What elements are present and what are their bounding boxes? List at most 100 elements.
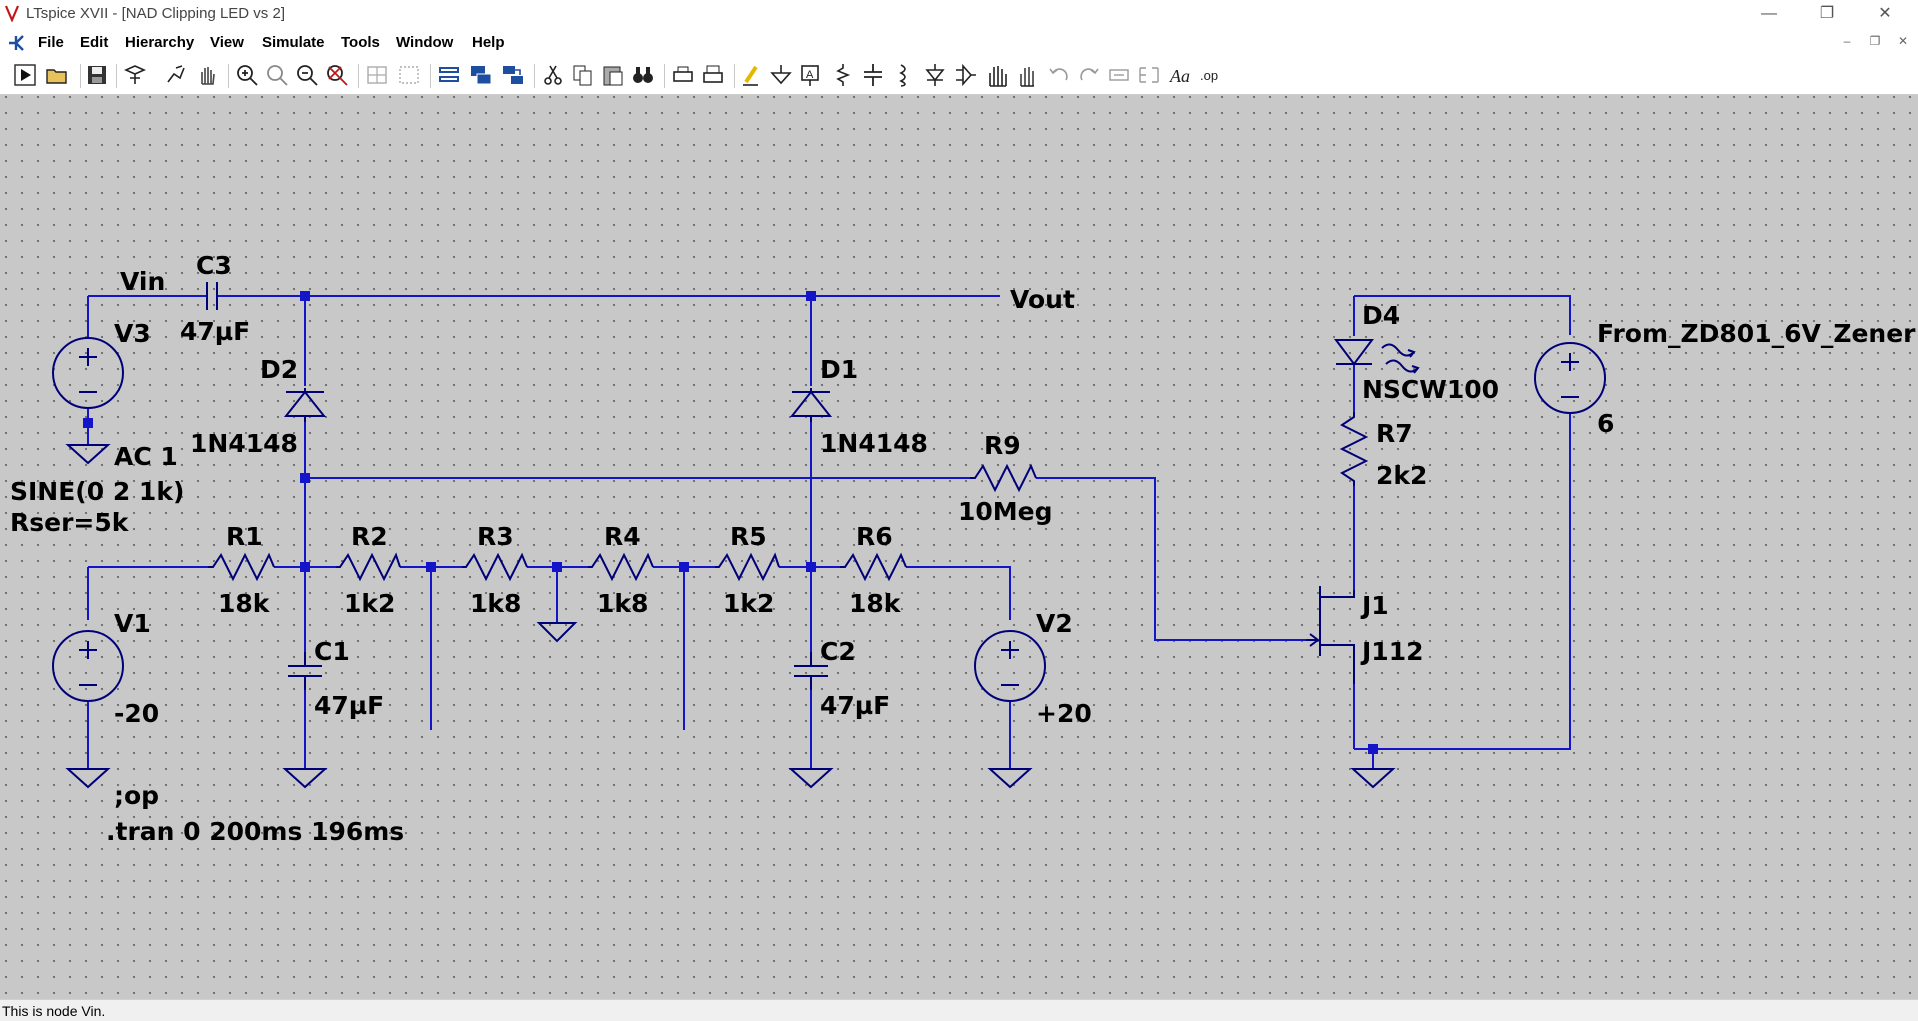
find-icon[interactable] [630,62,656,88]
label-r6: R6 [856,522,893,551]
restore-button[interactable]: ❐ [1819,5,1835,22]
resistor-r4[interactable] [588,552,654,582]
label-d2: D2 [260,355,298,384]
label-r7: R7 [1376,419,1413,448]
component-icon[interactable] [952,62,978,88]
arrange-icon[interactable] [500,62,526,88]
text-icon[interactable]: Aa [1168,62,1194,88]
diode-icon[interactable] [922,62,948,88]
menu-tools[interactable]: Tools [341,34,380,51]
label-c3: C3 [196,251,232,280]
zoom-fit-icon[interactable] [324,62,350,88]
ltspice-logo-icon [4,5,20,22]
erase-icon[interactable] [396,62,422,88]
diode-d2[interactable] [283,388,327,422]
label-v3-ac: AC 1 [114,442,178,471]
close-button[interactable]: ✕ [1878,5,1892,22]
paste-icon[interactable] [600,62,626,88]
print-icon[interactable] [670,62,696,88]
resistor-r2[interactable] [336,552,401,582]
capacitor-c1[interactable] [288,652,322,690]
mdi-restore-button[interactable]: ❐ [1869,34,1881,48]
voltage-source-v2[interactable] [974,630,1046,702]
label-v1: V1 [114,609,151,638]
label-net-icon[interactable]: A [798,62,824,88]
cut-icon[interactable] [540,62,566,88]
undo-icon[interactable] [1046,62,1072,88]
label-d4-value: NSCW100 [1362,375,1499,404]
zoom-out-icon[interactable] [294,62,320,88]
resistor-r9[interactable] [970,463,1037,493]
mdi-close-button[interactable]: ✕ [1897,34,1909,48]
spice-directive-icon[interactable]: .op [1198,62,1224,88]
label-r1: R1 [226,522,263,551]
mdi-minimize-button[interactable]: – [1843,34,1851,48]
pan-icon[interactable] [194,62,220,88]
label-zener-source: From_ZD801_6V_Zener [1597,319,1916,348]
resistor-icon[interactable] [830,62,856,88]
schematic-doc-icon[interactable] [6,33,26,53]
resistor-r1[interactable] [208,552,275,582]
label-d2-value: 1N4148 [190,429,298,458]
menu-view[interactable]: View [210,34,244,51]
drag-icon[interactable] [1014,62,1040,88]
tile-icon[interactable] [436,62,462,88]
label-r2: R2 [351,522,388,551]
voltage-source-v3[interactable] [52,337,124,409]
label-zener-source-value: 6 [1597,409,1614,438]
zoom-in-icon[interactable] [234,62,260,88]
rotate-icon[interactable] [1106,62,1132,88]
label-v2-value: +20 [1036,699,1092,728]
label-r2-value: 1k2 [344,589,395,618]
label-d4: D4 [1362,301,1400,330]
move-icon[interactable] [984,62,1010,88]
menu-hierarchy[interactable]: Hierarchy [125,34,195,51]
label-v2: V2 [1036,609,1073,638]
save-icon[interactable] [84,62,110,88]
draw-wire-icon[interactable] [738,62,764,88]
menu-simulate[interactable]: Simulate [262,34,325,51]
inductor-icon[interactable] [890,62,916,88]
capacitor-icon[interactable] [860,62,886,88]
print-setup-icon[interactable] [700,62,726,88]
capacitor-c3[interactable] [206,282,218,310]
halt-icon[interactable] [162,62,188,88]
label-d1-value: 1N4148 [820,429,928,458]
status-bar: This is node Vin. [0,999,1918,1021]
menu-window[interactable]: Window [396,34,454,51]
resistor-r5[interactable] [715,552,780,582]
resistor-r3[interactable] [462,552,528,582]
copy-icon[interactable] [570,62,596,88]
autorange-icon[interactable] [364,62,390,88]
label-v1-value: -20 [114,699,159,728]
cascade-icon[interactable] [468,62,494,88]
redo-icon[interactable] [1076,62,1102,88]
menu-file[interactable]: File [38,34,64,51]
capacitor-c2[interactable] [794,652,828,690]
resistor-r6[interactable] [840,552,907,582]
led-d4[interactable] [1334,339,1420,374]
ground-icon[interactable] [768,62,794,88]
schematic-canvas[interactable]: Vin Vout C3 47µF V3 AC 1 SINE(0 2 1k) Rs… [0,95,1918,999]
label-r4: R4 [604,522,641,551]
label-c2-value: 47µF [820,691,890,720]
toolbar: A Aa .op [0,58,1918,95]
diode-d1[interactable] [789,388,833,422]
mirror-icon[interactable] [1136,62,1162,88]
status-text: This is node Vin. [2,1003,106,1019]
net-label-vout: Vout [1010,285,1075,314]
svg-text:Aa: Aa [1169,66,1190,86]
label-r3: R3 [477,522,514,551]
zoom-area-icon[interactable] [264,62,290,88]
menu-help[interactable]: Help [472,34,505,51]
control-panel-icon[interactable] [122,62,148,88]
jfet-j1[interactable] [1306,586,1355,684]
voltage-source-v1[interactable] [52,630,124,702]
menu-edit[interactable]: Edit [80,34,109,51]
voltage-source-zener[interactable] [1534,342,1606,414]
resistor-r7[interactable] [1339,412,1369,486]
run-icon[interactable] [12,62,38,88]
open-icon[interactable] [44,62,70,88]
minimize-button[interactable]: — [1761,5,1777,22]
menu-bar: File Edit Hierarchy View Simulate Tools … [0,28,1918,58]
